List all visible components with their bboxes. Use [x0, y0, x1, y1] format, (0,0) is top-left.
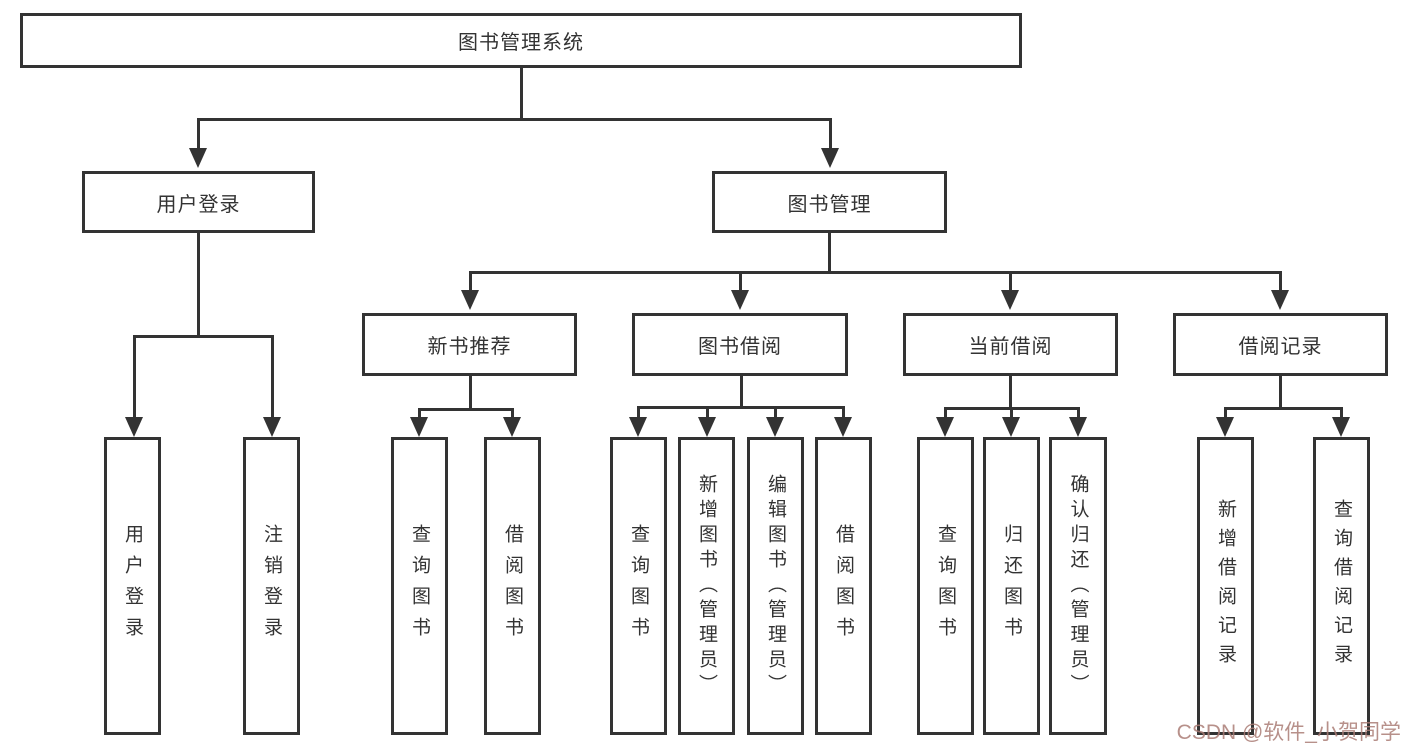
arrowhead-icon	[1271, 290, 1289, 310]
leaf-query-books-current: 查询图书	[917, 437, 974, 735]
arrowhead-icon	[766, 417, 784, 437]
leaf-label: 借阅图书	[833, 524, 854, 648]
arrowhead-icon	[698, 417, 716, 437]
arrowhead-icon	[834, 417, 852, 437]
connector-book-management-stem	[828, 233, 831, 274]
connector-new-book-stem	[469, 376, 472, 410]
leaf-label: 归还图书	[1001, 524, 1022, 648]
node-label: 图书借阅	[698, 336, 782, 358]
connector-drop-current-borrow	[1009, 271, 1012, 293]
connector-drop	[511, 408, 514, 420]
arrowhead-icon	[629, 417, 647, 437]
connector-root-bar	[197, 118, 832, 121]
arrowhead-icon	[1001, 290, 1019, 310]
connector-drop	[774, 406, 777, 420]
arrowhead-icon	[936, 417, 954, 437]
connector-new-book-bar	[418, 408, 514, 411]
connector-drop	[706, 406, 709, 420]
leaf-label: 借阅图书	[502, 524, 523, 648]
arrowhead-icon	[731, 290, 749, 310]
connector-drop	[1077, 407, 1080, 420]
leaf-borrow-books: 借阅图书	[815, 437, 872, 735]
node-book-borrow: 图书借阅	[632, 313, 848, 376]
leaf-label: 查询图书	[628, 524, 649, 648]
arrowhead-icon	[189, 148, 207, 168]
arrowhead-icon	[1216, 417, 1234, 437]
node-library-management-system: 图书管理系统	[20, 13, 1022, 68]
node-label: 图书管理	[787, 193, 872, 216]
node-book-management: 图书管理	[712, 171, 947, 233]
connector-user-login-stem	[197, 233, 200, 337]
connector-root-stem	[520, 68, 523, 120]
node-new-book-recommend: 新书推荐	[362, 313, 577, 376]
leaf-logout: 注销登录	[243, 437, 300, 735]
leaf-label: 查询图书	[409, 524, 430, 648]
connector-user-login-bar	[133, 335, 274, 338]
leaf-user-login: 用户登录	[104, 437, 161, 735]
connector-drop-borrow-records	[1279, 271, 1282, 293]
connector-book-management-bar	[469, 271, 1282, 274]
leaf-label: 新增借阅记录	[1215, 499, 1236, 673]
arrowhead-icon	[1069, 417, 1087, 437]
node-user-login: 用户登录	[82, 171, 315, 233]
arrowhead-icon	[503, 417, 521, 437]
arrowhead-icon	[410, 417, 428, 437]
arrowhead-icon	[1332, 417, 1350, 437]
connector-drop-leaf-user-login	[133, 335, 136, 419]
node-label: 当前借阅	[968, 336, 1053, 358]
connector-drop-user-login	[197, 118, 200, 152]
arrowhead-icon	[1002, 417, 1020, 437]
connector-drop-leaf-logout	[271, 335, 274, 419]
node-current-borrow: 当前借阅	[903, 313, 1118, 376]
connector-drop	[842, 406, 845, 420]
node-label: 图书管理系统	[458, 32, 584, 54]
leaf-confirm-return-admin: 确认归还（管理员）	[1049, 437, 1107, 735]
connector-borrow-records-bar	[1224, 407, 1343, 410]
leaf-query-books-recommend: 查询图书	[391, 437, 448, 735]
arrowhead-icon	[821, 148, 839, 168]
leaf-add-book-admin: 新增图书（管理员）	[678, 437, 735, 735]
arrowhead-icon	[125, 417, 143, 437]
leaf-query-borrow-record: 查询借阅记录	[1313, 437, 1370, 735]
connector-drop-new-book	[469, 271, 472, 293]
connector-drop	[637, 406, 640, 420]
leaf-label: 查询借阅记录	[1331, 499, 1352, 673]
leaf-label: 查询图书	[935, 524, 956, 648]
leaf-query-books-borrow: 查询图书	[610, 437, 667, 735]
arrowhead-icon	[461, 290, 479, 310]
connector-drop	[1010, 407, 1013, 420]
csdn-watermark: CSDN @软件_小贺同学	[1176, 721, 1401, 744]
leaf-edit-book-admin: 编辑图书（管理员）	[747, 437, 804, 735]
leaf-label: 确认归还（管理员）	[1067, 473, 1089, 699]
node-label: 新书推荐	[427, 336, 512, 358]
connector-drop-book-management	[829, 118, 832, 152]
leaf-add-borrow-record: 新增借阅记录	[1197, 437, 1254, 735]
node-label: 借阅记录	[1238, 336, 1323, 358]
leaf-label: 注销登录	[261, 524, 282, 648]
connector-book-borrow-bar	[637, 406, 845, 409]
leaf-borrow-books-recommend: 借阅图书	[484, 437, 541, 735]
connector-drop	[418, 408, 421, 420]
node-label: 用户登录	[156, 193, 241, 216]
connector-book-borrow-stem	[740, 376, 743, 408]
leaf-return-book: 归还图书	[983, 437, 1040, 735]
connector-current-borrow-stem	[1009, 376, 1012, 409]
arrowhead-icon	[263, 417, 281, 437]
connector-drop	[1340, 407, 1343, 420]
leaf-label: 用户登录	[122, 524, 143, 648]
node-borrow-records: 借阅记录	[1173, 313, 1388, 376]
connector-drop	[944, 407, 947, 420]
connector-drop-book-borrow	[739, 271, 742, 293]
connector-drop	[1224, 407, 1227, 420]
leaf-label: 编辑图书（管理员）	[765, 473, 786, 699]
leaf-label: 新增图书（管理员）	[696, 473, 717, 699]
connector-borrow-records-stem	[1279, 376, 1282, 409]
